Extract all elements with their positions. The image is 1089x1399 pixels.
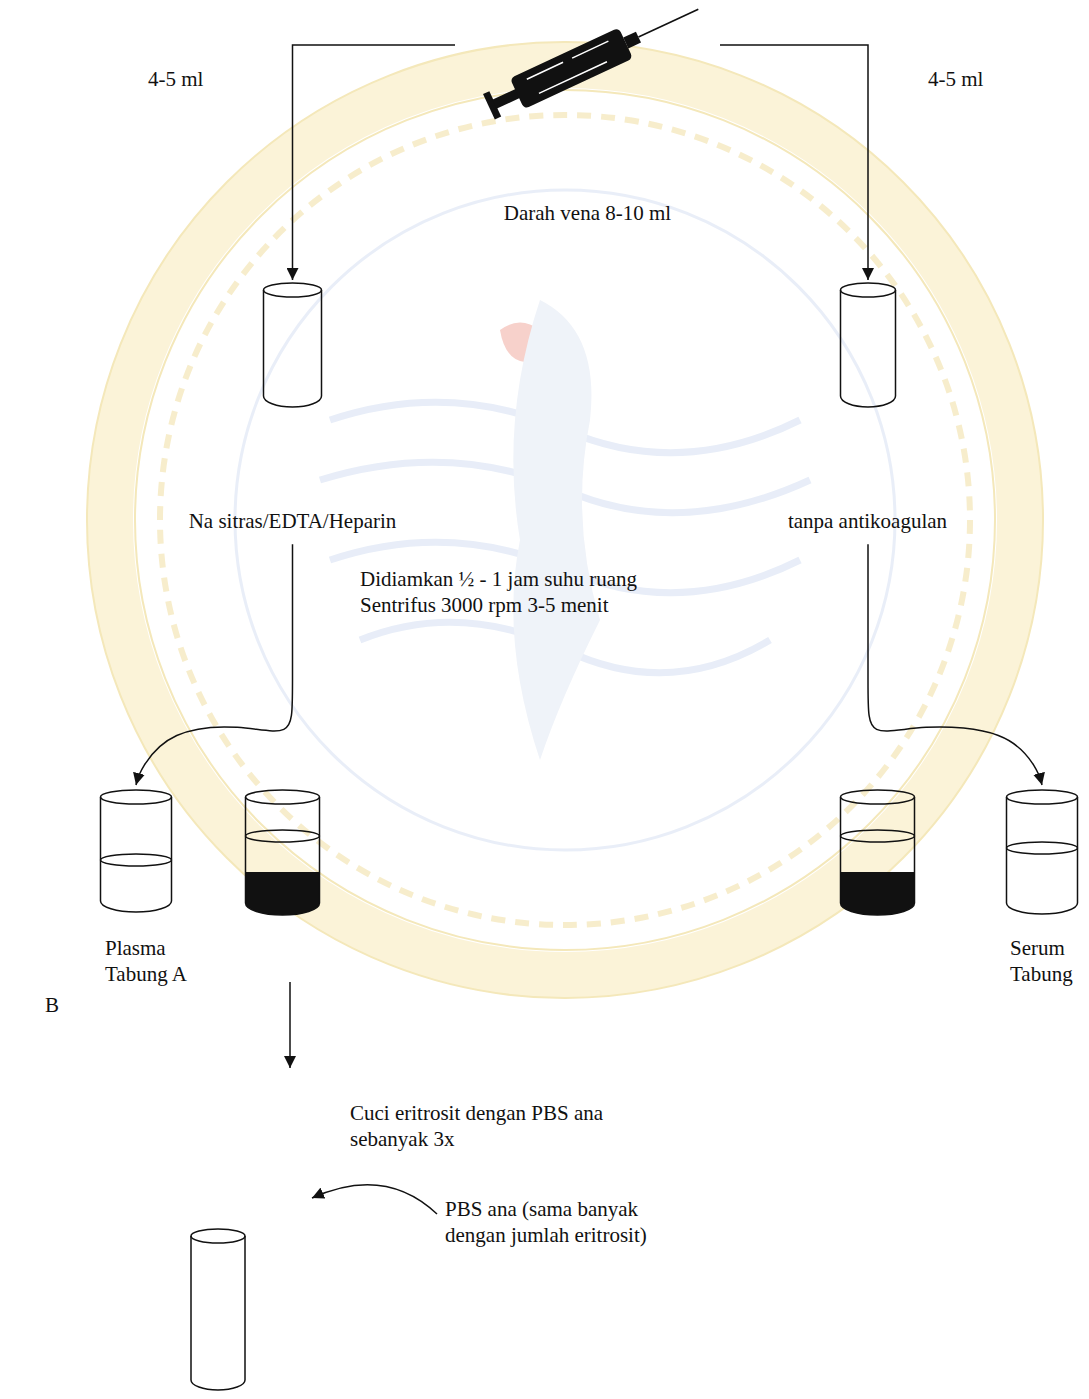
flow-arrow bbox=[136, 544, 293, 785]
watermark-logo bbox=[87, 42, 1043, 998]
watermark-ring bbox=[160, 115, 970, 925]
liquid-surface bbox=[101, 854, 172, 866]
tube-outline bbox=[841, 797, 915, 915]
liquid-surface bbox=[246, 830, 320, 842]
tube-shape bbox=[780, 280, 955, 535]
wash-tube bbox=[191, 1229, 245, 1390]
label-wrap: B bbox=[45, 992, 85, 1018]
node-label: Na sitras/EDTA/Heparin bbox=[180, 508, 405, 534]
label-wrap: Sentrifus 3000 rpm 3-5 menit bbox=[360, 592, 820, 618]
blood-tube: tanpa antikoagulan bbox=[780, 280, 955, 540]
tube-rim bbox=[191, 1229, 245, 1243]
volume-label: 4-5 ml bbox=[148, 66, 203, 92]
tube-shape bbox=[180, 280, 405, 535]
needle-hub bbox=[623, 32, 641, 49]
edge-label-wrap: 4-5 ml bbox=[148, 66, 203, 92]
edge-label-wrap: 4-5 ml bbox=[928, 66, 983, 92]
step-note: PBS ana (sama banyak dengan jumlah eritr… bbox=[445, 1196, 670, 1249]
volume-label: 4-5 ml bbox=[928, 66, 983, 92]
syringe: Darah vena 8-10 ml bbox=[455, 0, 720, 235]
tube-outline bbox=[264, 290, 322, 407]
node-text-block: tanpa antikoagulan bbox=[780, 508, 955, 534]
tube-rim bbox=[246, 790, 320, 804]
serum-tube: Serum Tabung bbox=[1000, 785, 1085, 994]
syringe-icon bbox=[455, 0, 720, 235]
node-text-block: Na sitras/EDTA/Heparin bbox=[180, 508, 405, 534]
label-wrap: Cuci eritrosit dengan PBS ana sebanyak 3… bbox=[350, 1100, 670, 1153]
needle bbox=[638, 9, 698, 37]
tube-rim bbox=[841, 790, 915, 804]
tube-outline bbox=[101, 797, 172, 912]
step-note: B bbox=[45, 992, 85, 1018]
centrifuged-tube bbox=[246, 790, 320, 915]
label-wrap: PBS ana (sama banyak dengan jumlah eritr… bbox=[445, 1196, 670, 1249]
node-label: Plasma Tabung A bbox=[105, 935, 200, 988]
syringe-drawing bbox=[482, 0, 706, 122]
liquid-surface bbox=[841, 830, 915, 842]
down-arrow bbox=[289, 982, 291, 1068]
sediment bbox=[841, 872, 915, 915]
flow-arrow bbox=[868, 544, 1042, 785]
watermark-figure bbox=[513, 300, 600, 760]
step-note: Cuci eritrosit dengan PBS ana sebanyak 3… bbox=[350, 1100, 670, 1153]
node-label: tanpa antikoagulan bbox=[780, 508, 955, 534]
node-text-block: Darah vena 8-10 ml bbox=[455, 200, 720, 226]
tube-outline bbox=[1007, 797, 1078, 914]
label-wrap: Didiamkan ½ - 1 jam suhu ruang bbox=[360, 566, 820, 592]
sediment bbox=[246, 872, 320, 915]
tube-outline bbox=[841, 290, 896, 407]
syringe-barrel bbox=[510, 28, 633, 110]
centrifuged-tube bbox=[841, 790, 915, 915]
barrel-highlight bbox=[527, 41, 616, 95]
flow-arrow bbox=[293, 45, 456, 280]
liquid-surface bbox=[1007, 842, 1078, 854]
node-text-block: Serum Tabung bbox=[1010, 935, 1085, 988]
flow-arrow bbox=[720, 45, 868, 280]
watermark-ring bbox=[87, 42, 1043, 998]
tube-rim bbox=[101, 790, 172, 804]
tube-rim bbox=[264, 283, 322, 297]
node-label: Darah vena 8-10 ml bbox=[455, 200, 720, 226]
curved-arrow bbox=[312, 1185, 437, 1214]
node-label: Serum Tabung bbox=[1010, 935, 1085, 988]
tube-outline bbox=[191, 1236, 245, 1390]
watermark-ring bbox=[135, 90, 995, 950]
tube-outline bbox=[246, 797, 320, 915]
step-note: Didiamkan ½ - 1 jam suhu ruang bbox=[360, 566, 820, 592]
tube-rim bbox=[1007, 790, 1078, 804]
step-note: Sentrifus 3000 rpm 3-5 menit bbox=[360, 592, 820, 618]
watermark-ring bbox=[110, 65, 1020, 975]
tube-rim bbox=[841, 283, 896, 297]
plasma-tube: Plasma Tabung A bbox=[95, 785, 200, 994]
blood-tube: Na sitras/EDTA/Heparin bbox=[180, 280, 405, 540]
node-text-block: Plasma Tabung A bbox=[105, 935, 200, 988]
